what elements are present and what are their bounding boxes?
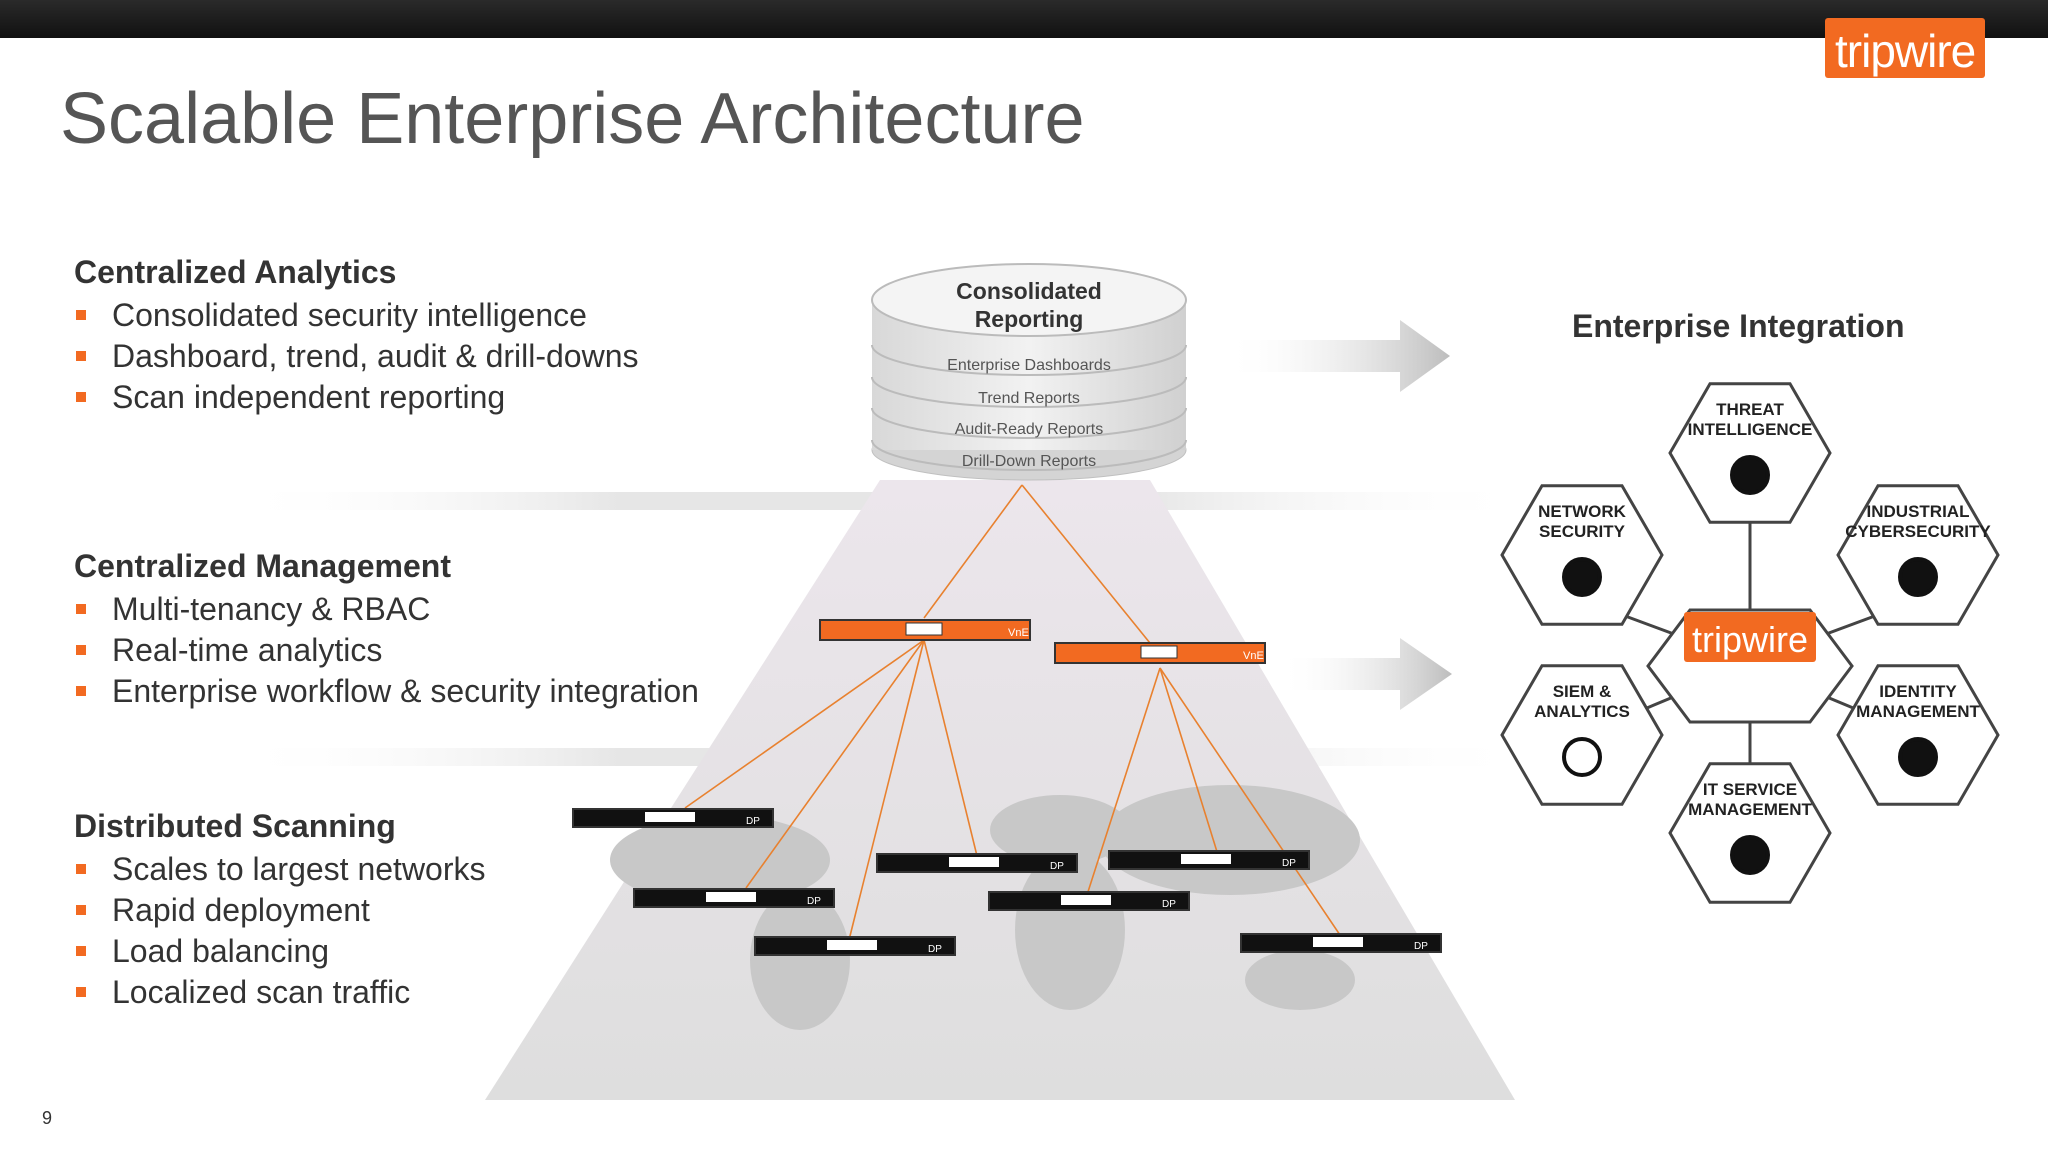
bullet-item: Consolidated security intelligence <box>74 295 639 336</box>
arrow-lower <box>1280 638 1452 710</box>
section-centralized-analytics: Centralized Analytics Consolidated secur… <box>74 254 639 418</box>
bullet-list: Multi-tenancy & RBAC Real-time analytics… <box>74 589 699 712</box>
db-title-line2: Reporting <box>975 306 1084 332</box>
logo-text: tripwire <box>1835 25 1976 77</box>
hex-shape <box>1836 664 2000 806</box>
manager-appliance: VnE <box>1054 642 1266 664</box>
hex-label: INDUSTRIAL <box>1867 502 1970 521</box>
consolidated-reporting-database: Consolidated Reporting Enterprise Dashbo… <box>871 263 1187 481</box>
tripwire-logo: tripwire <box>1825 18 1991 82</box>
hex-label: MANAGEMENT <box>1856 702 1980 721</box>
page-title: Scalable Enterprise Architecture <box>60 79 1085 159</box>
hex-label: THREAT <box>1716 400 1784 419</box>
bullet-item: Multi-tenancy & RBAC <box>74 589 699 630</box>
bullet-item: Real-time analytics <box>74 630 699 671</box>
appliance-tag: VnE <box>1008 627 1029 639</box>
appliance-tag: DP <box>807 896 821 907</box>
connection-lines <box>684 484 1341 941</box>
appliance-tag: DP <box>1162 899 1176 910</box>
hex-label: IT SERVICE <box>1703 780 1797 799</box>
hex-shape <box>1500 664 1664 806</box>
appliance-tag: DP <box>1050 861 1064 872</box>
people-icon <box>1898 737 1938 777</box>
lock-network-icon <box>1562 557 1602 597</box>
top-bar <box>0 0 2048 38</box>
hex-label: INTELLIGENCE <box>1688 420 1813 439</box>
db-title-line1: Consolidated <box>956 278 1102 304</box>
appliance-tag: VnE <box>1243 650 1264 662</box>
bullet-item: Localized scan traffic <box>74 972 486 1013</box>
hex-label: ANALYTICS <box>1534 702 1630 721</box>
hex-shape <box>1500 484 1664 626</box>
db-layer: Enterprise Dashboards <box>947 357 1111 374</box>
section-centralized-management: Centralized Management Multi-tenancy & R… <box>74 548 699 712</box>
section-distributed-scanning: Distributed Scanning Scales to largest n… <box>74 808 486 1013</box>
hex-label: SIEM & <box>1553 682 1612 701</box>
magnifier-alert-icon <box>1562 737 1602 777</box>
bullet-item: Dashboard, trend, audit & drill-downs <box>74 336 639 377</box>
service-icon <box>1730 835 1770 875</box>
db-layer: Drill-Down Reports <box>962 453 1096 470</box>
scanner-faceplates <box>645 812 1363 950</box>
appliance-tag: DP <box>1282 858 1296 869</box>
hex-label: NETWORK <box>1538 502 1627 521</box>
appliance-tag: DP <box>1414 941 1428 952</box>
section-heading: Distributed Scanning <box>74 808 396 844</box>
bullet-item: Rapid deployment <box>74 890 486 931</box>
hex-label: CYBERSECURITY <box>1845 522 1991 541</box>
bullet-list: Scales to largest networks Rapid deploym… <box>74 849 486 1013</box>
db-layer: Audit-Ready Reports <box>955 421 1104 438</box>
bullet-list: Consolidated security intelligence Dashb… <box>74 295 639 418</box>
hex-label: SECURITY <box>1539 522 1626 541</box>
appliance-tag: DP <box>746 816 760 827</box>
section-heading: Centralized Analytics <box>74 254 397 290</box>
page-number: 9 <box>42 1108 53 1128</box>
enterprise-integration-title: Enterprise Integration <box>1572 308 1905 344</box>
logo-box <box>1825 18 1985 78</box>
center-logo-box <box>1684 612 1816 662</box>
hex-shape <box>1668 762 1832 904</box>
appliance-tag: DP <box>928 944 942 955</box>
bulb-warning-icon <box>1730 455 1770 495</box>
scanner-tags: DP DP DP DP DP DP DP <box>746 816 1428 955</box>
bullet-item: Load balancing <box>74 931 486 972</box>
center-logo-text: tripwire <box>1692 619 1808 660</box>
bullet-item: Enterprise workflow & security integrati… <box>74 671 699 712</box>
light-beam <box>485 480 1515 1100</box>
bullet-item: Scan independent reporting <box>74 377 639 418</box>
tower-icon <box>1898 557 1938 597</box>
integration-hex: SIEM &ANALYTICS <box>1500 664 1664 806</box>
bullet-item: Scales to largest networks <box>74 849 486 890</box>
hex-label: MANAGEMENT <box>1688 800 1812 819</box>
hex-label: IDENTITY <box>1879 682 1957 701</box>
db-layer: Trend Reports <box>978 390 1080 407</box>
arrow-upper <box>1225 320 1450 392</box>
hex-shape <box>1668 382 1832 524</box>
section-heading: Centralized Management <box>74 548 451 584</box>
hex-shape <box>1836 484 2000 626</box>
manager-appliance: VnE <box>819 619 1031 641</box>
